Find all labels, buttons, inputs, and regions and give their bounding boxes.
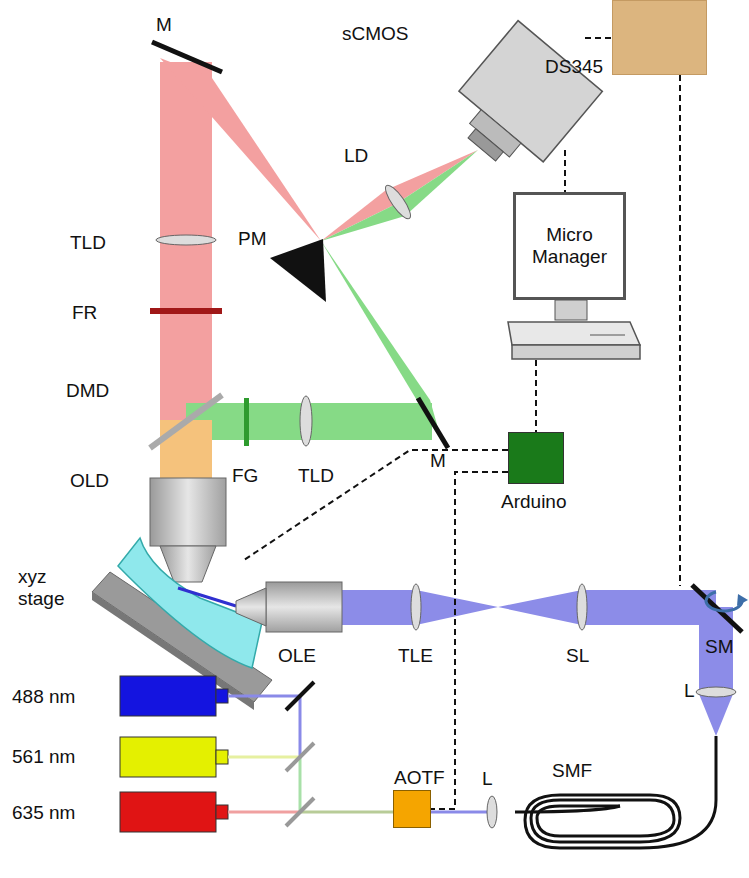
control-wire: [679, 75, 681, 586]
mirror: [418, 398, 448, 448]
lens: [382, 182, 415, 222]
computer-base: [512, 345, 640, 359]
part-label: TLD: [298, 465, 334, 487]
part-label: TLE: [398, 645, 433, 667]
mirror: [286, 682, 314, 710]
part-label: FR: [72, 302, 97, 324]
part-label: DMD: [66, 380, 109, 402]
part-label: 635 nm: [12, 802, 75, 824]
part-label: FG: [232, 465, 258, 487]
part-label: OLD: [70, 470, 109, 492]
prism-mirror: [270, 239, 326, 302]
control-wire: [535, 360, 537, 432]
part-label: OLE: [278, 645, 316, 667]
controller-box: Arduino: [508, 432, 564, 484]
part-label: M: [156, 14, 172, 36]
aotf-box: AOTF: [393, 790, 431, 828]
laser: [120, 737, 216, 777]
part-label: PM: [238, 228, 267, 250]
fiber: [515, 806, 620, 812]
scan-mirror: [692, 585, 742, 632]
blue-beam: [416, 590, 498, 625]
red-beam: [160, 58, 321, 241]
laser: [120, 676, 216, 716]
part-label: SM: [705, 636, 734, 658]
mirror: [152, 42, 222, 72]
control-wire: [585, 37, 612, 39]
orange-beam: [160, 420, 212, 480]
computer-screen: Micro Manager: [513, 192, 626, 300]
node-label: DS345: [545, 56, 603, 78]
lens: [411, 584, 421, 630]
camera: [440, 21, 603, 185]
dichroic: [286, 798, 314, 826]
camera-node: sCMOS: [470, 25, 585, 150]
lens: [487, 796, 497, 828]
part-label: 488 nm: [12, 686, 75, 708]
blue-beam: [582, 590, 716, 625]
generator-box: DS345: [612, 0, 707, 75]
node-label: Micro Manager: [520, 224, 619, 268]
fiber: [525, 736, 716, 848]
monitor-stand: [555, 300, 587, 320]
laser: [120, 792, 216, 832]
filter: [244, 398, 249, 446]
computer-base: [508, 322, 640, 345]
node-label: sCMOS: [342, 23, 409, 45]
objective: [236, 588, 266, 626]
rotation-arrow: [706, 592, 742, 611]
part-label: LD: [344, 145, 368, 167]
part-label: xyz stage: [18, 566, 80, 610]
lens: [156, 235, 216, 245]
green-beam: [396, 150, 478, 216]
part-label: SL: [566, 645, 589, 667]
control-wire: [564, 150, 566, 192]
control-wire: [431, 472, 508, 809]
light-sheet: [178, 588, 236, 606]
part-label: L: [684, 680, 695, 702]
blue-beam: [340, 590, 416, 625]
part-label: TLD: [70, 232, 106, 254]
control-wire: [244, 450, 508, 560]
part-label: L: [482, 768, 493, 790]
lens: [300, 396, 312, 446]
node-label: AOTF: [394, 767, 445, 789]
objective: [266, 582, 342, 632]
lens: [577, 584, 587, 630]
blue-beam: [498, 590, 582, 625]
node-label: Arduino: [501, 491, 567, 513]
dichroic: [286, 743, 314, 771]
part-label: SMF: [552, 760, 592, 782]
dichroic: [150, 395, 222, 448]
blue-beam: [699, 694, 733, 736]
lens: [696, 687, 736, 697]
green-beam: [321, 204, 405, 241]
filter: [150, 308, 222, 314]
part-label: 561 nm: [12, 746, 75, 768]
objective: [150, 478, 226, 546]
part-label: M: [430, 450, 446, 472]
